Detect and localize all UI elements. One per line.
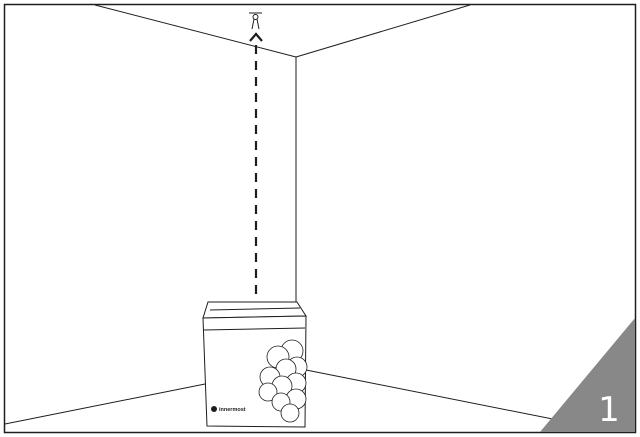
box-flap-line (203, 327, 306, 331)
step-badge (540, 318, 635, 432)
balls (258, 339, 308, 423)
floor-left-edge (4, 383, 206, 425)
box-tape-line (209, 307, 301, 311)
brand-label: innermost (219, 407, 246, 413)
ceiling-left-edge (94, 4, 297, 58)
frame-border (3, 3, 637, 434)
step-number: 1 (598, 390, 620, 430)
brand-logo: innermost (211, 406, 246, 413)
arrow-up-icon (249, 32, 263, 42)
ceiling-right-edge (295, 4, 471, 58)
ceiling-fixture-icon (249, 12, 262, 30)
